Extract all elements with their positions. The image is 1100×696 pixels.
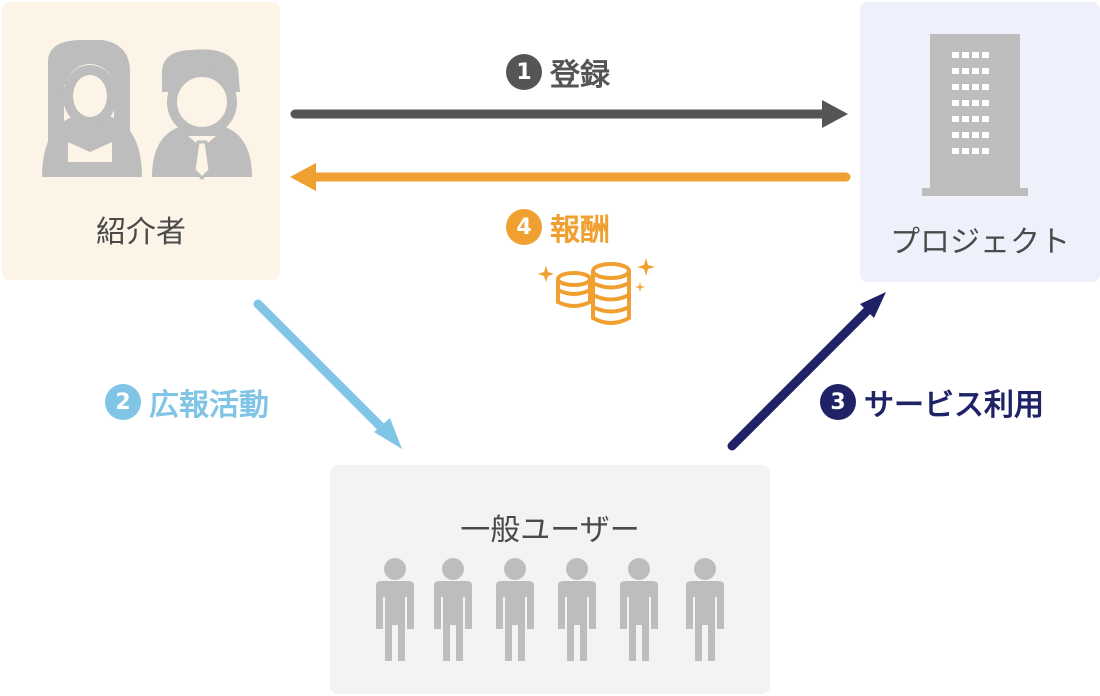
building-icon — [922, 34, 1028, 196]
sparkle-icon — [538, 258, 655, 292]
arrow-promotion — [253, 299, 402, 449]
arrow-service-use — [727, 292, 886, 451]
step-register: 1 登録 — [506, 50, 610, 94]
step-number-badge: 3 — [820, 384, 856, 420]
step-label: 広報活動 — [149, 388, 269, 423]
step-service-use: 3 サービス利用 — [820, 380, 1044, 424]
arrow-register — [290, 100, 848, 128]
step-label: 登録 — [550, 58, 610, 93]
step-label: 報酬 — [550, 213, 610, 248]
users-label: 一般ユーザー — [460, 513, 640, 548]
introducer-people-icon — [42, 40, 252, 181]
step-number-badge: 1 — [506, 54, 542, 90]
introducer-label: 紹介者 — [96, 215, 186, 250]
step-number-badge: 4 — [506, 209, 542, 245]
coins-icon — [556, 262, 631, 325]
step-number-badge: 2 — [105, 384, 141, 420]
project-label: プロジェクト — [890, 225, 1070, 260]
users-node: 一般ユーザー — [330, 465, 770, 694]
step-promotion: 2 広報活動 — [105, 380, 269, 424]
arrow-reward — [290, 163, 851, 191]
project-node: プロジェクト — [860, 2, 1100, 282]
step-reward: 4 報酬 — [506, 205, 610, 249]
introducer-node: 紹介者 — [2, 2, 280, 280]
step-label: サービス利用 — [864, 388, 1044, 423]
